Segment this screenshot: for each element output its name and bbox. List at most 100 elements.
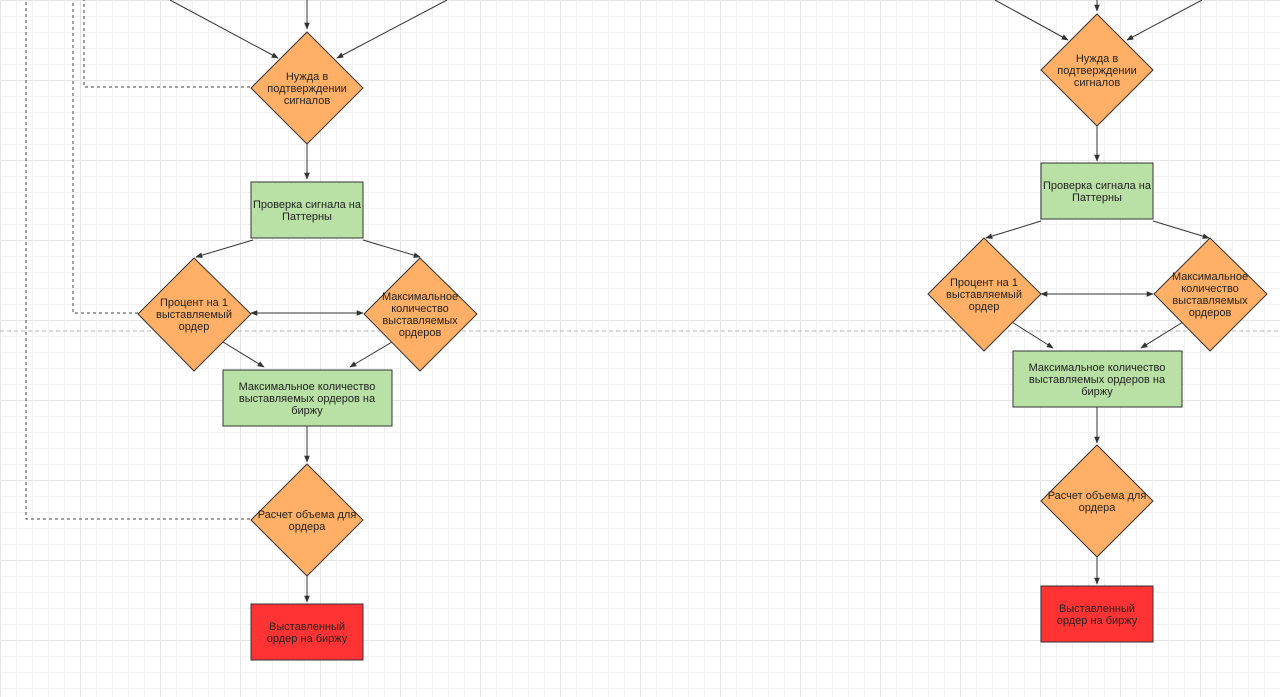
node-label-line: ордеров — [1189, 307, 1232, 319]
decision-diamond — [1040, 444, 1154, 558]
node-label-line: ордер — [969, 301, 1000, 313]
left-edge-max-to-rect[interactable] — [349, 341, 393, 368]
left-dashed-volume-feedback[interactable] — [25, 0, 250, 520]
node-label-line: Процент на 1 — [160, 297, 228, 309]
node-label-line: Паттерны — [282, 211, 332, 223]
decision-diamond — [927, 237, 1042, 352]
node-label-line: выставляемых ордеров на — [1029, 374, 1166, 386]
left-flow-edges — [25, 0, 448, 603]
node-label-line: выставляемый — [156, 309, 232, 321]
node-label-line: количество — [1181, 283, 1239, 295]
node-label-line: сигналов — [284, 95, 331, 107]
node-label-line: Нужда в — [286, 71, 329, 83]
decision-diamond — [250, 31, 364, 145]
left-dashed-percent-feedback[interactable] — [72, 0, 138, 314]
decision-diamond — [1153, 237, 1268, 352]
right-edge-max-to-rect[interactable] — [1140, 321, 1184, 349]
terminal-rect — [1040, 585, 1154, 643]
right-edge-in-top-right[interactable] — [1126, 0, 1203, 41]
left-edge-in-top-right[interactable] — [336, 0, 448, 59]
node-label-line: выставляемых — [1172, 295, 1248, 307]
process-rect — [222, 369, 393, 427]
node-label-line: подтверждении — [1057, 65, 1137, 77]
node-label-line: количество — [391, 303, 449, 315]
decision-diamond — [1040, 13, 1154, 127]
node-label-line: Расчет объема для — [1048, 490, 1147, 502]
decision-diamond — [250, 463, 364, 577]
node-label-line: Процент на 1 — [950, 277, 1018, 289]
right-edge-pattern-to-percent[interactable] — [985, 220, 1042, 239]
node-label-line: ордеров — [399, 327, 442, 339]
process-rect — [250, 181, 364, 239]
right-edge-in-top-left[interactable] — [994, 0, 1069, 41]
node-label-line: выставляемый — [946, 289, 1022, 301]
node-label-line: выставляемых ордеров на — [239, 393, 376, 405]
node-label-line: ордер на биржу — [267, 633, 348, 645]
node-label-line: Максимальное количество — [239, 381, 376, 393]
process-rect — [1040, 162, 1154, 220]
left-edge-percent-to-rect[interactable] — [222, 341, 265, 368]
node-label-line: Проверка сигнала на — [253, 199, 362, 211]
node-label-line: Максимальное — [382, 291, 458, 303]
node-label-line: Паттерны — [1072, 192, 1122, 204]
node-label-line: Максимальное количество — [1029, 362, 1166, 374]
node-label-line: биржу — [291, 405, 323, 417]
left-edge-pattern-to-percent[interactable] — [195, 239, 254, 258]
right-flow-edges — [985, 0, 1210, 585]
node-label-line: Проверка сигнала на — [1043, 180, 1152, 192]
process-rect — [1012, 350, 1183, 408]
node-label-line: Расчет объема для — [258, 509, 357, 521]
left-dashed-need-feedback[interactable] — [83, 0, 250, 88]
left-edge-pattern-to-max[interactable] — [362, 239, 421, 258]
node-label-line: ордера — [289, 521, 327, 533]
decision-diamond — [363, 257, 478, 372]
left-edge-in-top-left[interactable] — [169, 0, 279, 59]
node-label-line: подтверждении — [267, 83, 347, 95]
node-label-line: Нужда в — [1076, 53, 1119, 65]
node-label-line: Выставленный — [1059, 603, 1135, 615]
right-edge-pattern-to-max[interactable] — [1152, 220, 1210, 239]
node-label-line: сигналов — [1074, 77, 1121, 89]
node-label-line: биржу — [1081, 386, 1113, 398]
node-label-line: ордер на биржу — [1057, 615, 1138, 627]
node-label-line: Максимальное — [1172, 271, 1248, 283]
node-label-line: ордера — [1079, 502, 1117, 514]
node-label-line: ордер — [179, 321, 210, 333]
terminal-rect — [250, 603, 364, 661]
node-label-line: выставляемых — [382, 315, 458, 327]
decision-diamond — [137, 257, 252, 372]
node-label-line: Выставленный — [269, 621, 345, 633]
right-edge-percent-to-rect[interactable] — [1011, 321, 1054, 349]
